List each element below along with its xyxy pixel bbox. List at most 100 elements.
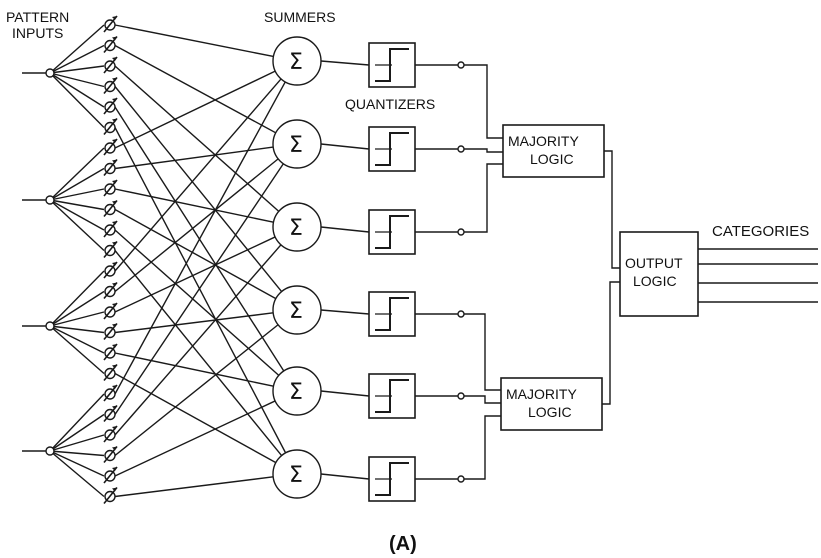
input-to-weight-line [49, 434, 105, 452]
weight-arrowhead [112, 405, 117, 410]
summer-to-quantizer-wire [320, 143, 370, 150]
summer-sigma-2: Σ [289, 133, 303, 158]
weight-arrowhead [112, 446, 117, 451]
terminal-to-majority-wire [464, 64, 503, 139]
summer-circle-3 [272, 202, 322, 252]
input-to-weight-line [49, 325, 105, 334]
summer-circle-1 [272, 36, 322, 86]
input-to-weight-line [49, 450, 105, 457]
input-to-weight-line [49, 450, 105, 477]
input-to-weight-line [49, 450, 105, 498]
weight-arrowhead [112, 159, 117, 164]
weight-to-summer-line [114, 86, 283, 293]
weight-arrowhead [112, 98, 117, 102]
weight-to-summer-line [114, 250, 283, 457]
summer-to-quantizer-wire [320, 390, 370, 397]
weight-arrowhead [112, 139, 117, 143]
input-to-weight-line [49, 44, 105, 74]
input-to-weight-line [49, 147, 105, 201]
input-to-weight-line [49, 199, 105, 211]
weight-to-summer-line [114, 127, 287, 454]
majority-top-to-output-wire [604, 150, 620, 269]
weight-to-summer-line [114, 65, 280, 212]
weight-to-summer-line [114, 372, 277, 464]
categories-label: CATEGORIES [712, 223, 809, 240]
output-logic: OUTPUT LOGIC [619, 231, 699, 317]
terminal-to-majority-wire [464, 415, 501, 480]
majority-logic-bottom-line2: LOGIC [528, 404, 572, 420]
weight-arrowhead [112, 282, 117, 287]
weight-to-summer-line [114, 146, 274, 170]
input-to-weight-line [49, 290, 105, 327]
weight-arrowhead [112, 118, 117, 123]
summer-sigma-3: Σ [289, 216, 303, 241]
weight-arrowhead [112, 487, 117, 492]
weight-arrowhead [112, 200, 117, 205]
input-to-weight-line [49, 65, 105, 74]
weight-arrowhead [112, 221, 117, 225]
terminal-to-majority-wire [464, 395, 501, 404]
weight-arrowhead [112, 180, 117, 184]
summer-circle-5 [272, 366, 322, 416]
input-to-weight-line [49, 413, 105, 452]
quantizer-terminal-5 [457, 392, 465, 400]
summer-circle-2 [272, 119, 322, 169]
summers-group: Σ Σ Σ Σ Σ Σ [272, 36, 322, 499]
weight-arrowhead [112, 364, 117, 369]
weight-to-summer-line [114, 324, 279, 457]
input-to-weight-line [49, 393, 105, 452]
summer-circle-6 [272, 449, 322, 499]
summer-circle-4 [272, 285, 322, 335]
input-to-weight-line [49, 72, 105, 88]
pattern-input-node-4 [45, 446, 55, 456]
weight-to-summer-line [114, 352, 274, 387]
weight-to-summer-line [114, 44, 277, 134]
quantizer-terminal-4 [457, 310, 465, 318]
weight-arrowhead [112, 385, 117, 389]
weight-to-summer-line [114, 70, 276, 149]
majority-logic-bottom-line1: MAJORITY [506, 386, 577, 402]
weight-to-summer-line [114, 81, 286, 395]
output-logic-line1: OUTPUT [625, 255, 683, 271]
pattern-input-node-2 [45, 195, 55, 205]
terminal-to-majority-wire [464, 163, 503, 233]
summer-to-quantizer-wire [320, 226, 370, 233]
weight-arrowhead [112, 36, 117, 41]
terminal-to-majority-wire [464, 148, 503, 153]
summer-sigma-6: Σ [289, 463, 303, 488]
quantizer-terminal-1 [457, 61, 465, 69]
majority-logic-top-line1: MAJORITY [508, 133, 579, 149]
input-to-weight-line [49, 72, 105, 108]
input-to-weight-line [49, 24, 105, 74]
summer-sigma-1: Σ [289, 50, 303, 75]
weight-arrowhead [112, 262, 117, 266]
input-to-weight-line [49, 325, 105, 354]
majority-logic-top-line2: LOGIC [530, 151, 574, 167]
input-to-weight-line [49, 199, 105, 231]
pattern-inputs-label-line1: PATTERN [6, 9, 69, 25]
weight-arrowhead [112, 16, 117, 20]
weight-arrowhead [112, 303, 117, 307]
weight-to-summer-line [114, 400, 276, 477]
connection-wires [22, 24, 818, 498]
terminal-to-majority-wire [464, 313, 501, 391]
weight-to-summer-line [114, 24, 274, 58]
summer-sigma-4: Σ [289, 299, 303, 324]
majority-logic-bottom: MAJORITY LOGIC [500, 377, 603, 431]
weight-to-summer-line [114, 476, 274, 498]
summer-sigma-5: Σ [289, 380, 303, 405]
pattern-input-node-3 [45, 321, 55, 331]
weight-to-summer-line [114, 158, 279, 293]
pattern-input-node-1 [45, 68, 55, 78]
pattern-inputs-label-line2: INPUTS [12, 25, 63, 41]
quantizers-label: QUANTIZERS [345, 96, 435, 112]
input-to-weight-line [49, 167, 105, 201]
quantizer-terminal-6 [457, 475, 465, 483]
output-logic-line2: LOGIC [633, 273, 677, 289]
weight-to-summer-line [114, 236, 276, 313]
input-to-weight-line [49, 325, 105, 375]
weight-to-summer-line [114, 188, 274, 223]
input-to-weight-line [49, 311, 105, 327]
summer-to-quantizer-wire [320, 60, 370, 66]
